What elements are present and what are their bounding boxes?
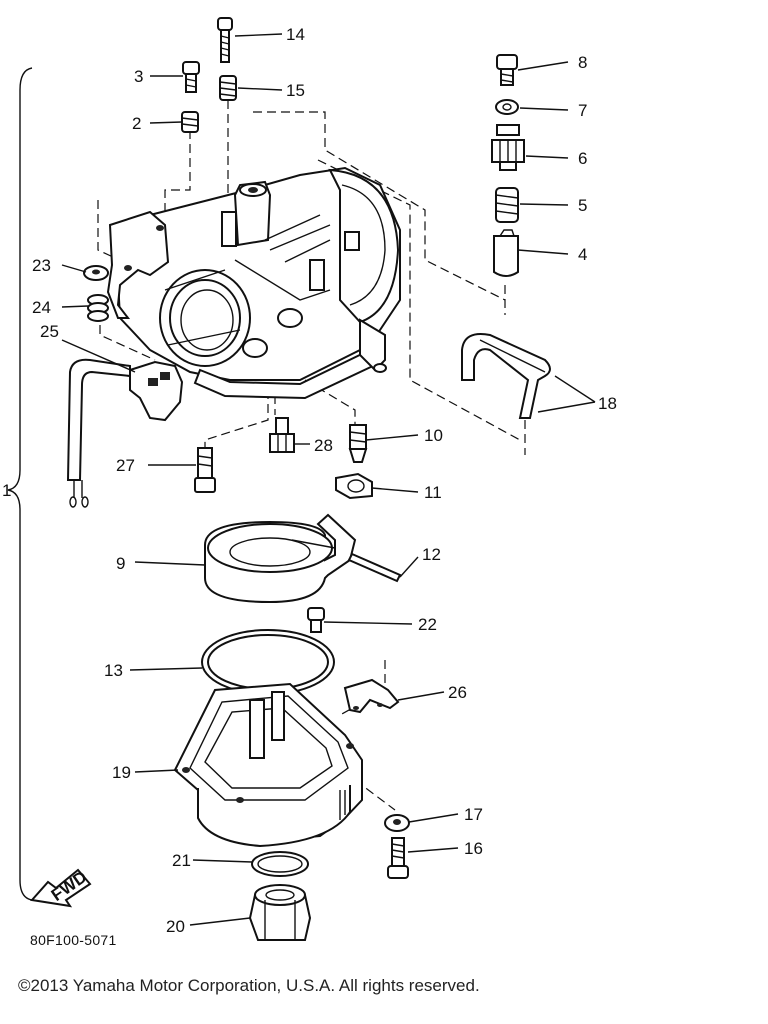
callout-17: 17: [464, 805, 483, 824]
part-12-pin: [347, 552, 402, 583]
callout-numbers: 1 2 3 4 5 6 7 8 9 10 11 12 13 14 15 16 1…: [2, 25, 617, 936]
fwd-label: FWD: [48, 867, 91, 905]
callout-8: 8: [578, 53, 587, 72]
callout-12: 12: [422, 545, 441, 564]
part-9-float: [204, 513, 357, 604]
part-19-float-bowl: [173, 682, 363, 848]
callout-25: 25: [40, 322, 59, 341]
part-24-spring: [87, 294, 109, 322]
callout-7: 7: [578, 101, 587, 120]
part-14-screw: [217, 17, 233, 63]
callout-4: 4: [578, 245, 587, 264]
part-25-lead-wire: [66, 358, 184, 508]
part-22-screw: [307, 607, 325, 633]
callout-11: 11: [424, 483, 442, 502]
part-2-spring: [181, 111, 199, 133]
part-28-jet: [269, 417, 295, 453]
part-4-valve: [493, 229, 519, 277]
copyright-notice: ©2013 Yamaha Motor Corporation, U.S.A. A…: [18, 976, 480, 995]
callout-10: 10: [424, 426, 443, 445]
diagram-reference-code: 80F100-5071: [30, 932, 117, 948]
carburetor-body: [106, 166, 401, 400]
callout-20: 20: [166, 917, 185, 936]
part-18-hose: [461, 285, 551, 455]
part-21-o-ring: [251, 851, 309, 877]
forward-arrow-icon: FWD: [30, 867, 92, 908]
part-15-spring: [219, 75, 237, 101]
part-16-screw: [387, 837, 409, 879]
callout-18: 18: [598, 394, 617, 413]
callout-leader-lines: [61, 33, 596, 926]
assembly-bracket: [7, 67, 33, 901]
callout-5: 5: [578, 196, 587, 215]
part-20-drain-plug: [248, 884, 312, 941]
part-6-fitting: [491, 124, 525, 171]
part-27-jet: [194, 447, 216, 493]
part-10-needle-valve: [348, 424, 368, 463]
callout-3: 3: [134, 67, 143, 86]
callout-27: 27: [116, 456, 135, 475]
callout-19: 19: [112, 763, 131, 782]
callout-9: 9: [116, 554, 125, 573]
callout-26: 26: [448, 683, 467, 702]
callout-1: 1: [2, 481, 11, 500]
part-13-gasket: [201, 629, 335, 695]
part-23-washer: [83, 265, 109, 281]
callout-16: 16: [464, 839, 483, 858]
callout-28: 28: [314, 436, 333, 455]
callout-15: 15: [286, 81, 305, 100]
part-5-spring: [495, 187, 519, 223]
callout-24: 24: [32, 298, 51, 317]
callout-2: 2: [132, 114, 141, 133]
part-8-screw: [496, 54, 518, 86]
part-3-screw: [182, 61, 200, 93]
callout-14: 14: [286, 25, 305, 44]
callout-23: 23: [32, 256, 51, 275]
callout-21: 21: [172, 851, 191, 870]
part-11-clip: [335, 472, 373, 500]
callout-6: 6: [578, 149, 587, 168]
callout-22: 22: [418, 615, 437, 634]
callout-13: 13: [104, 661, 123, 680]
part-7-nut: [495, 99, 519, 115]
part-17-washer: [384, 814, 410, 832]
part-26-bracket: [343, 678, 400, 714]
